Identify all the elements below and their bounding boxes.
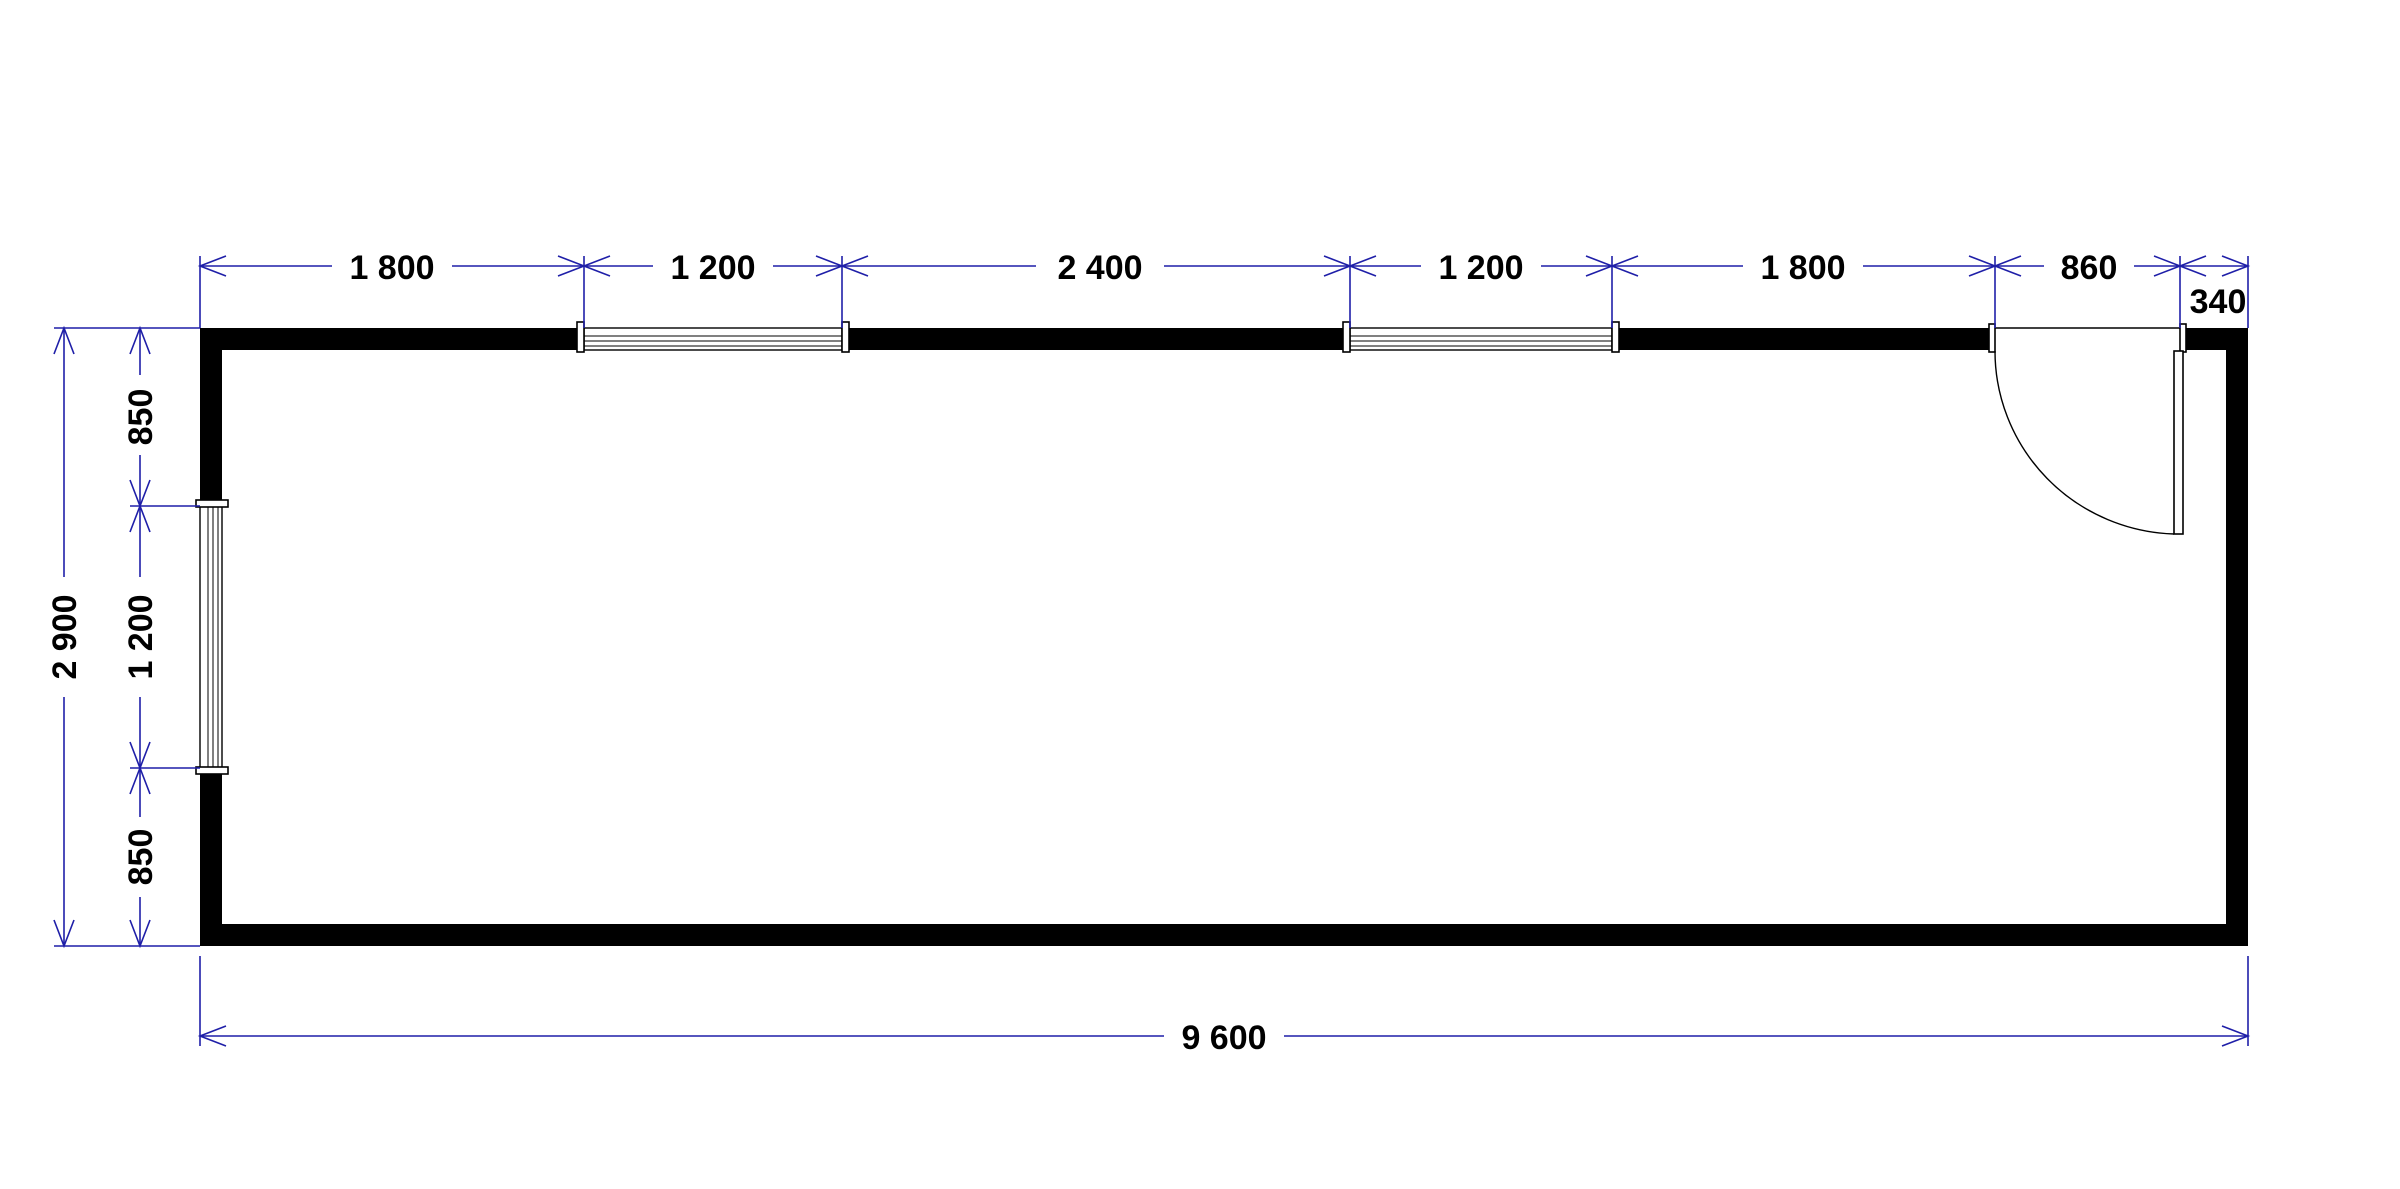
door-swing-arc [1994,350,2175,535]
window-top-2 [1342,321,1620,353]
dim-top-3: 2 400 [1057,249,1142,287]
dim-left-2: 1 200 [122,594,160,679]
wall-left-lower [200,768,222,946]
dim-top-5: 1 800 [1760,249,1845,287]
window-top-1 [576,321,850,353]
wall-bottom [200,924,2248,946]
wall-right [2226,328,2248,946]
dim-left-1: 850 [122,389,160,446]
dim-left-total: 2 900 [46,594,84,679]
bottom-overall-dimension: 9 600 [197,956,2251,1057]
walls [200,328,2248,946]
wall-left-upper [200,328,222,506]
door-leaf [2173,350,2184,535]
left-overall-dimension: 2 900 [44,325,130,949]
window-left [195,499,229,775]
dim-top-4: 1 200 [1438,249,1523,287]
dim-top-1: 1 800 [349,249,434,287]
wall-top-1 [200,328,584,350]
wall-top-2 [842,328,1350,350]
dim-top-6: 860 [2061,249,2118,287]
dim-left-3: 850 [122,829,160,886]
wall-top-3 [1612,328,1990,350]
door [1988,323,2187,535]
dim-bottom-total: 9 600 [1181,1019,1266,1057]
left-dimension-chain: 850 1 200 850 [120,325,200,949]
dim-top-2: 1 200 [670,249,755,287]
dim-top-7: 340 [2190,283,2247,321]
top-dimension-chain: 1 800 1 200 2 400 1 200 1 800 860 340 [197,246,2251,328]
